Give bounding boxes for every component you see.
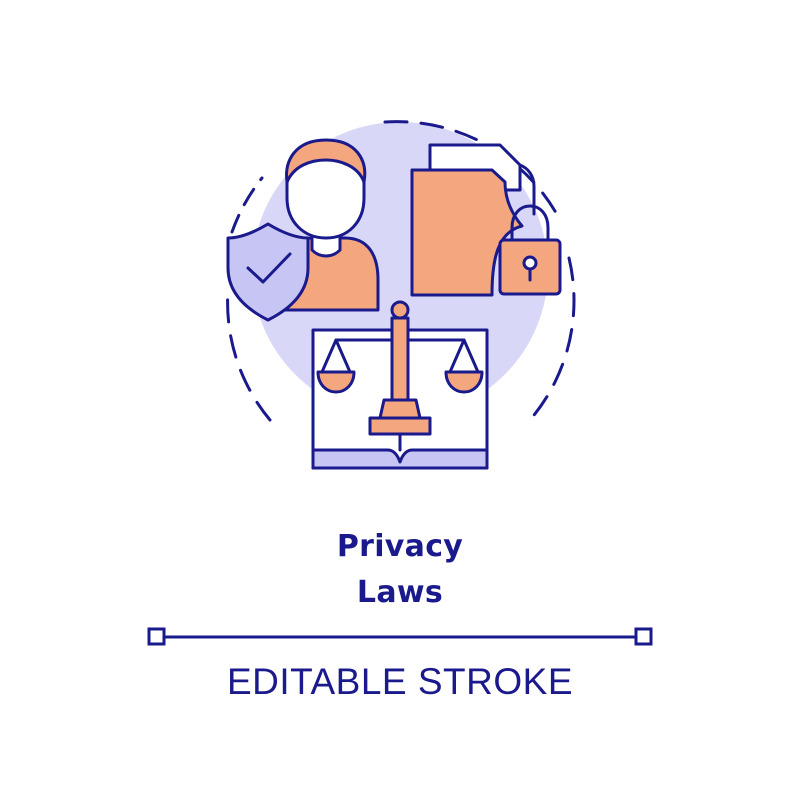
stroke-width-indicator xyxy=(147,627,653,646)
padlock-icon xyxy=(498,204,562,296)
editable-stroke-label: EDITABLE STROKE xyxy=(226,661,574,702)
title-line-2: Laws xyxy=(356,575,444,610)
document-icon xyxy=(410,143,536,297)
scales-of-justice-icon xyxy=(316,300,484,436)
stroke-handle-right xyxy=(634,627,653,646)
shield-check-icon xyxy=(226,222,310,322)
dashed-circle-frame xyxy=(226,120,576,422)
title-line-1: Privacy xyxy=(336,529,464,564)
stroke-handle-left xyxy=(147,627,166,646)
